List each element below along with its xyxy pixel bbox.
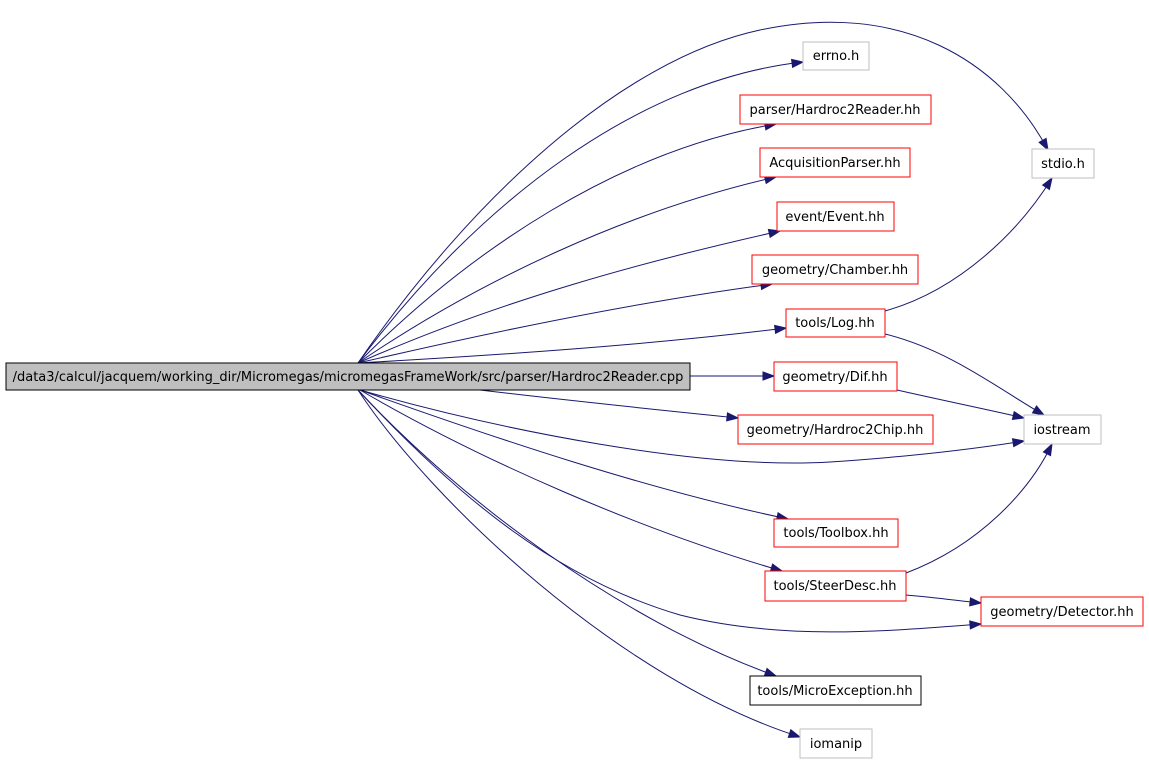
edge-steerdesc-to-iostream xyxy=(905,442,1053,574)
node-geometry-hardroc2chip-hh-label: geometry/Hardroc2Chip.hh xyxy=(747,423,924,438)
node-tools-microexception-hh-label: tools/MicroException.hh xyxy=(757,684,912,699)
edge-root-to-microexception xyxy=(357,389,778,677)
edge-line xyxy=(357,61,804,364)
edge-line xyxy=(905,443,1053,574)
node-tools-toolbox-hh-label: tools/Toolbox.hh xyxy=(783,526,888,541)
node-stdio-h-label: stdio.h xyxy=(1041,157,1085,172)
edge-root-to-steerdesc xyxy=(359,389,784,573)
edge-line xyxy=(357,389,777,677)
edge-steerdesc-to-detector xyxy=(905,594,983,607)
edge-root-to-iostream xyxy=(359,389,1026,464)
edge-line xyxy=(357,389,982,633)
edge-line xyxy=(359,389,789,520)
edge-line xyxy=(357,176,777,364)
edge-root-to-event xyxy=(357,228,782,364)
arrowhead-icon xyxy=(1011,410,1026,421)
node-parser-hardroc2reader-hh-label: parser/Hardroc2Reader.hh xyxy=(749,103,920,118)
node-errno-h[interactable]: errno.h xyxy=(802,41,870,71)
node-geometry-dif-hh-label: geometry/Dif.hh xyxy=(782,370,887,385)
arrowhead-icon xyxy=(791,58,805,69)
edge-log-to-stdio xyxy=(884,176,1053,312)
arrowhead-icon xyxy=(762,371,776,381)
node-parser-hardroc2reader-hh[interactable]: parser/Hardroc2Reader.hh xyxy=(739,94,932,125)
node-iostream[interactable]: iostream xyxy=(1023,414,1102,445)
node-geometry-detector-hh[interactable]: geometry/Detector.hh xyxy=(980,596,1144,627)
node-geometry-dif-hh[interactable]: geometry/Dif.hh xyxy=(773,361,898,392)
node-root-file[interactable]: /data3/calcul/jacquem/working_dir/Microm… xyxy=(5,362,691,391)
arrowhead-icon xyxy=(1042,442,1053,457)
edge-root-to-acquisitionparser xyxy=(357,175,778,364)
edge-log-to-iostream xyxy=(884,333,1046,416)
node-root-file-label: /data3/calcul/jacquem/working_dir/Microm… xyxy=(13,370,684,385)
arrowhead-icon xyxy=(787,728,802,738)
node-iostream-label: iostream xyxy=(1033,423,1090,438)
node-stdio-h[interactable]: stdio.h xyxy=(1031,148,1095,179)
arrowhead-icon xyxy=(1041,176,1053,191)
node-acquisitionparser-hh-label: AcquisitionParser.hh xyxy=(769,156,900,171)
node-event-event-hh-label: event/Event.hh xyxy=(785,210,884,225)
edge-line xyxy=(884,177,1053,312)
edge-dif-to-iostream xyxy=(896,389,1026,421)
edges xyxy=(357,21,1053,738)
node-tools-microexception-hh[interactable]: tools/MicroException.hh xyxy=(749,675,922,706)
node-tools-toolbox-hh[interactable]: tools/Toolbox.hh xyxy=(773,518,899,548)
edge-root-to-chamber xyxy=(357,280,774,364)
edge-line xyxy=(357,327,787,364)
node-tools-log-hh-label: tools/Log.hh xyxy=(795,316,875,331)
arrowhead-icon xyxy=(726,412,740,422)
edge-root-to-hardroc2chip xyxy=(479,389,740,422)
arrowhead-icon xyxy=(1038,137,1049,152)
node-geometry-hardroc2chip-hh[interactable]: geometry/Hardroc2Chip.hh xyxy=(737,414,934,445)
edge-root-to-iomanip xyxy=(357,389,802,738)
edge-line xyxy=(357,123,777,364)
arrowhead-icon xyxy=(763,667,778,677)
edge-root-to-stdio xyxy=(357,21,1049,364)
edge-root-to-detector xyxy=(357,389,983,633)
edge-line xyxy=(357,230,781,364)
node-geometry-detector-hh-label: geometry/Detector.hh xyxy=(990,605,1133,620)
edge-line xyxy=(896,389,1025,419)
edge-line xyxy=(359,389,783,572)
edge-line xyxy=(357,283,773,364)
node-errno-h-label: errno.h xyxy=(813,49,860,64)
edge-line xyxy=(884,333,1045,416)
arrowhead-icon xyxy=(1011,438,1026,448)
node-geometry-chamber-hh[interactable]: geometry/Chamber.hh xyxy=(751,254,919,285)
node-tools-steerdesc-hh-label: tools/SteerDesc.hh xyxy=(774,579,897,594)
edge-root-to-dif xyxy=(690,371,776,381)
node-tools-log-hh[interactable]: tools/Log.hh xyxy=(785,308,886,338)
node-event-event-hh[interactable]: event/Event.hh xyxy=(776,201,895,232)
node-tools-steerdesc-hh[interactable]: tools/SteerDesc.hh xyxy=(764,570,907,602)
edge-line xyxy=(357,389,801,738)
node-geometry-chamber-hh-label: geometry/Chamber.hh xyxy=(762,263,908,278)
edge-line xyxy=(357,21,1049,364)
node-iomanip-label: iomanip xyxy=(810,737,862,752)
arrowhead-icon xyxy=(1031,405,1046,416)
edge-root-to-log xyxy=(357,324,788,364)
edge-root-to-hardroc2reader_hh xyxy=(357,121,778,364)
arrowhead-icon xyxy=(969,597,983,607)
node-iomanip[interactable]: iomanip xyxy=(799,728,873,759)
edge-line xyxy=(359,389,1025,464)
edge-line xyxy=(479,389,739,419)
edge-root-to-errno xyxy=(357,58,805,364)
arrowhead-icon xyxy=(774,324,788,335)
arrowhead-icon xyxy=(969,620,983,630)
node-acquisitionparser-hh[interactable]: AcquisitionParser.hh xyxy=(759,147,911,178)
